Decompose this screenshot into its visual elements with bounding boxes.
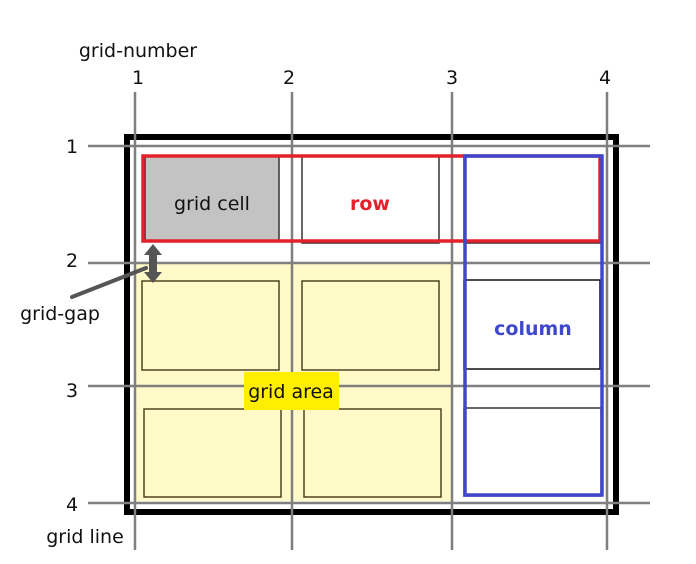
grid-gap-label: grid-gap <box>20 303 100 325</box>
column-number-3: 3 <box>446 67 458 89</box>
grid-cell-label: grid cell <box>174 193 250 215</box>
row-label: row <box>350 193 390 215</box>
row-number-1: 1 <box>66 136 78 158</box>
grid-container <box>124 134 619 515</box>
row-number-3: 3 <box>66 380 78 402</box>
column-number-4: 4 <box>599 67 611 89</box>
grid-area-label: grid area <box>248 381 334 403</box>
column-number-1: 1 <box>132 67 144 89</box>
row-highlight <box>141 154 602 243</box>
grid-cell-r1c2 <box>301 155 440 244</box>
grid-cell-r2c2 <box>301 280 440 371</box>
row-number-2: 2 <box>66 250 78 272</box>
horizontal-grid-lines <box>88 144 650 505</box>
column-number-2: 2 <box>283 67 295 89</box>
column-label: column <box>494 318 572 340</box>
grid-area-label-bg <box>244 372 339 410</box>
grid-gap-arrow <box>144 244 162 283</box>
grid-number-label: grid-number <box>79 40 197 62</box>
grid-cell-r1c3 <box>463 155 601 244</box>
grid-cell-r2c1 <box>141 280 280 371</box>
grid-cell-r3c2 <box>303 408 442 498</box>
grid-cell-r3c1 <box>143 408 282 498</box>
column-highlight <box>463 154 604 497</box>
grid-line-label: grid line <box>46 526 124 548</box>
grid-cell-r2c3 <box>463 279 601 370</box>
vertical-grid-lines <box>133 92 609 550</box>
grid-cell-r3c3 <box>463 407 602 497</box>
row-number-4: 4 <box>66 494 78 516</box>
grid-cell-highlight <box>144 155 280 242</box>
grid-gap-pointer <box>70 266 148 299</box>
